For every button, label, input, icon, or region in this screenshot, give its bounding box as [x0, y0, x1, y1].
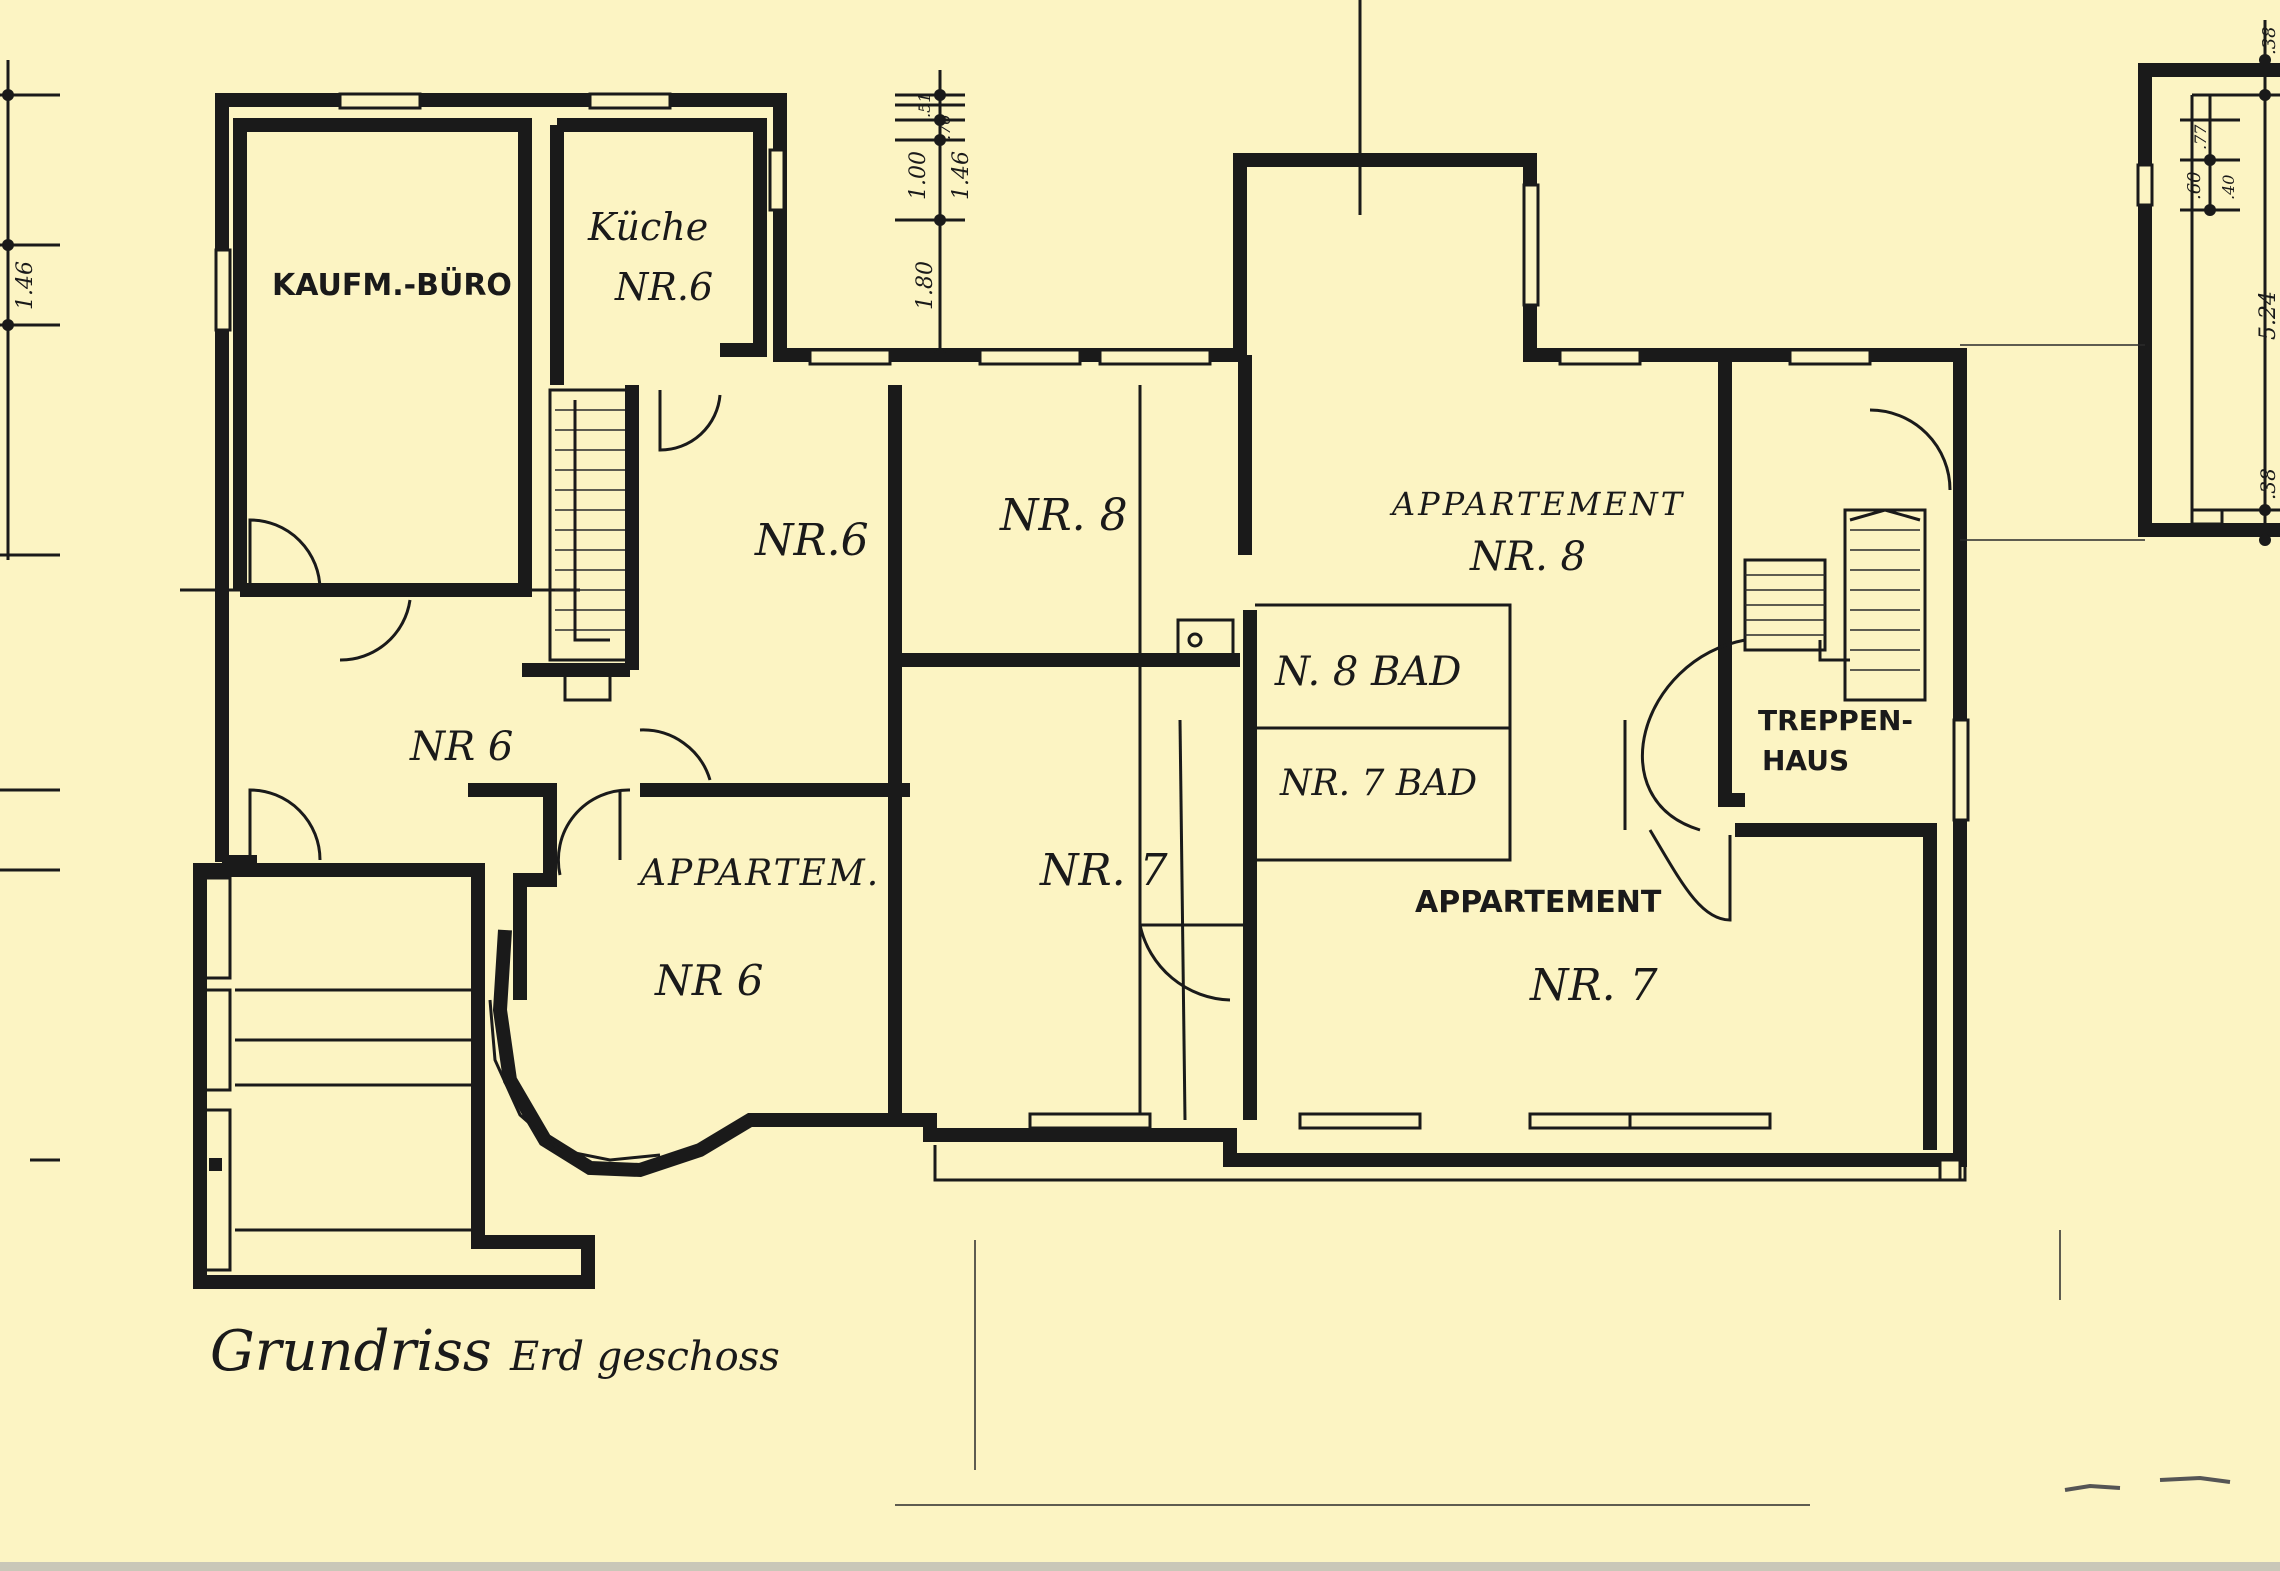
dim-right-77: .77 — [2191, 124, 2210, 150]
terrace-steps — [203, 876, 478, 1272]
room-label-appartem-6: APPARTEM. — [637, 853, 880, 894]
dim-small-b: .76 — [935, 115, 954, 140]
room-label-treppenhaus-1: TREPPEN- — [1758, 704, 1913, 737]
interior-walls — [180, 118, 1937, 1150]
room-label-kaufm-buero: KAUFM.-BÜRO — [272, 266, 512, 303]
dim-d-146: 1.46 — [949, 151, 974, 200]
dim-right-top: .38 — [2259, 26, 2280, 55]
dim-right-60: .60 — [2184, 171, 2205, 200]
room-label-nr7-mid: NR. 7 — [1039, 845, 1168, 896]
room-label-nr8-upper: NR. 8 — [999, 490, 1128, 541]
dim-right-524: 5.24 — [2256, 291, 2280, 340]
room-label-nr6-upper: NR.6 — [754, 515, 869, 566]
room-label-kueche: Küche — [587, 205, 708, 249]
room-label-treppenhaus-2: HAUS — [1762, 744, 1849, 777]
sink-fixture — [1176, 618, 1235, 660]
room-label-appartement-8-nr: NR. 8 — [1469, 534, 1586, 580]
smudge-mark — [2064, 1475, 2231, 1492]
room-label-nr6-hall: NR 6 — [409, 724, 513, 770]
room-label-nr8-bad: N. 8 BAD — [1274, 649, 1461, 695]
windows — [214, 92, 2224, 1182]
doors — [248, 390, 1952, 1002]
dim-right-40: .40 — [2219, 175, 2238, 200]
dim-d-100: 1.00 — [906, 151, 931, 200]
stairs-right — [1743, 508, 1927, 702]
room-label-nr7-bad: NR. 7 BAD — [1279, 763, 1477, 804]
plan-title: Grundriss — [210, 1319, 492, 1384]
room-label-kueche-nr: NR.6 — [614, 265, 713, 309]
dimension-lines — [0, 0, 2271, 1506]
dimension-labels: 1.46 1.00 1.46 1.80 .51 .76 .60 .77 .40 … — [13, 26, 2280, 500]
room-label-appartement-8: APPARTEMENT — [1389, 485, 1685, 523]
bottom-border — [0, 1562, 2280, 1571]
room-label-appartem-6-nr: NR 6 — [654, 956, 763, 1005]
dim-small-a: .51 — [915, 93, 934, 118]
dim-d-180: 1.80 — [913, 261, 938, 310]
room-label-appartement-7-nr: NR. 7 — [1529, 960, 1658, 1011]
exterior-walls — [193, 63, 2280, 1289]
dim-right-38: .38 — [2256, 468, 2280, 500]
room-labels: KAUFM.-BÜRO Küche NR.6 NR.6 NR. 8 APPART… — [272, 205, 1913, 1011]
dim-left-146: 1.46 — [13, 261, 38, 310]
stairs-left — [548, 388, 632, 702]
plan-subtitle: Erd geschoss — [509, 1334, 780, 1380]
room-label-appartement-7: APPARTEMENT — [1415, 885, 1662, 920]
